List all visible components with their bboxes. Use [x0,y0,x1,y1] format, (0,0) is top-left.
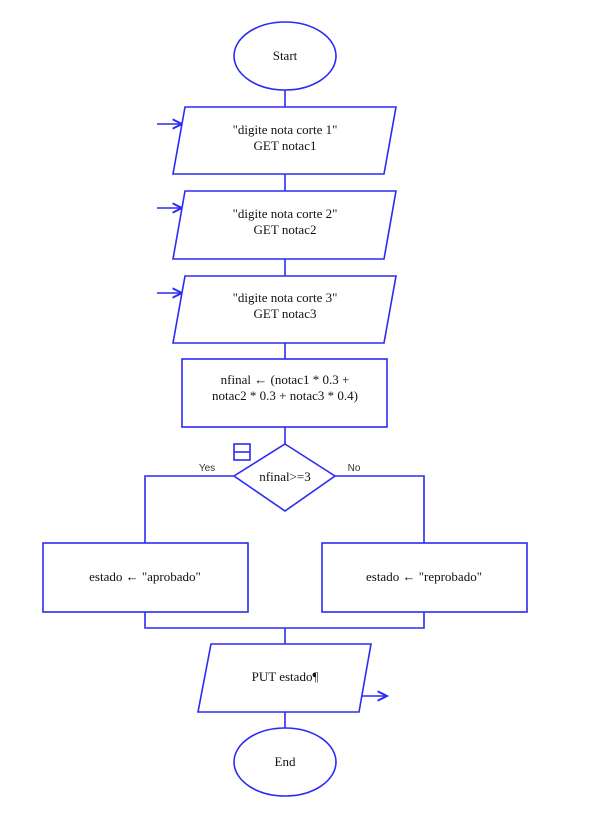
reprobado-label: estado ← "reprobado" [366,569,482,584]
input-2-get: GET notac2 [254,222,317,237]
reprobado-node[interactable]: estado ← "reprobado" [321,542,528,613]
start-label: Start [273,48,298,63]
connector-merge [144,612,425,629]
decision-label: nfinal>=3 [259,469,311,484]
output-label: PUT estado¶ [252,669,319,684]
input-node-3[interactable]: "digite nota corte 3" GET notac3 [172,275,397,344]
end-node[interactable]: End [233,727,337,797]
aprobado-node[interactable]: estado ← "aprobado" [42,542,249,613]
collapse-icon[interactable] [233,443,251,461]
input-1-prompt: "digite nota corte 1" [233,122,338,137]
yes-label: Yes [199,463,215,474]
input-3-prompt: "digite nota corte 3" [233,290,338,305]
output-node[interactable]: PUT estado¶ [197,643,372,713]
connectors [144,90,425,728]
input-3-get: GET notac3 [254,306,317,321]
assign-line-1: nfinal ← (notac1 * 0.3 + [221,372,350,387]
no-label: No [348,463,361,474]
connector-yes-branch [144,475,234,543]
assign-line-2: notac2 * 0.3 + notac3 * 0.4) [212,388,358,403]
aprobado-label: estado ← "aprobado" [89,569,201,584]
input-node-2[interactable]: "digite nota corte 2" GET notac2 [172,190,397,260]
connector-no-branch [335,475,425,543]
input-node-1[interactable]: "digite nota corte 1" GET notac1 [172,106,397,175]
input-1-get: GET notac1 [254,138,317,153]
end-label: End [275,754,296,769]
input-2-prompt: "digite nota corte 2" [233,206,338,221]
assign-node[interactable]: nfinal ← (notac1 * 0.3 + notac2 * 0.3 + … [181,358,388,428]
start-node[interactable]: Start [233,21,337,91]
decision-node[interactable]: nfinal>=3 [232,443,337,512]
